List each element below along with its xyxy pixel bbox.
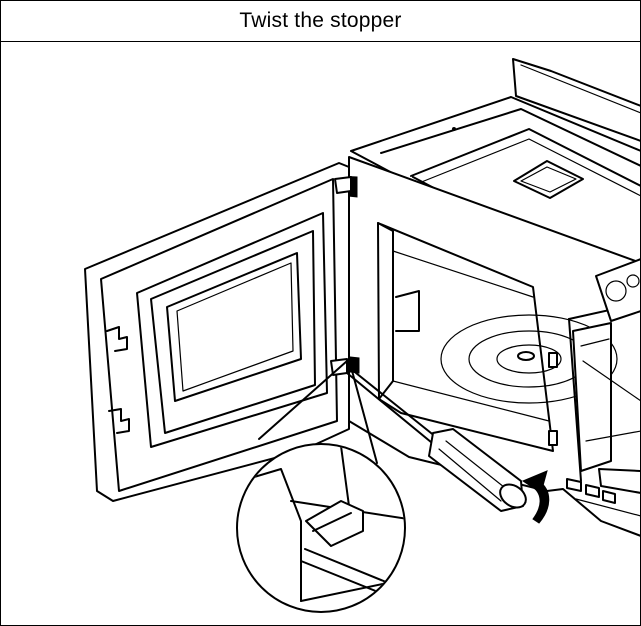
page-title: Twist the stopper xyxy=(239,9,402,32)
rotate-arrow-icon xyxy=(521,470,550,524)
screwdriver-icon xyxy=(346,368,527,512)
microwave-illustration xyxy=(84,58,640,613)
cabinet-front-frame xyxy=(335,156,640,537)
magnified-detail xyxy=(236,360,406,613)
title-bar: Twist the stopper xyxy=(1,1,640,42)
